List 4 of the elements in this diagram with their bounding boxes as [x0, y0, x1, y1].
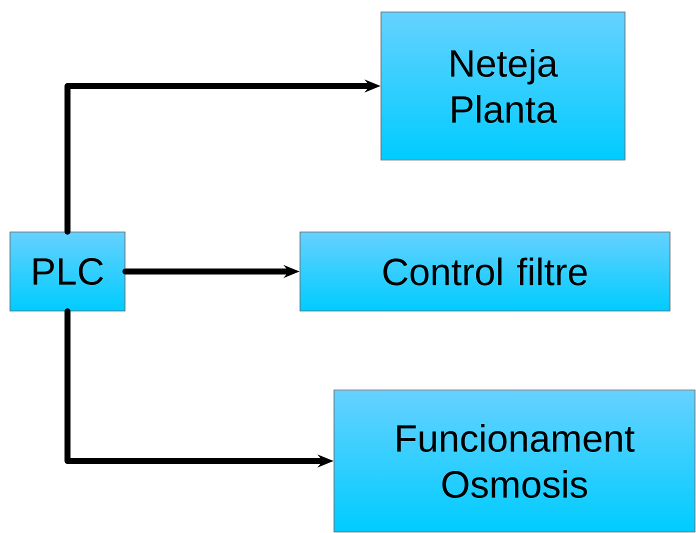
process-box: PLC: [10, 232, 126, 312]
process-box: Control filtre: [300, 232, 670, 312]
process-box: Funcionament Osmosis: [334, 390, 696, 532]
process-box: Neteja Planta: [380, 12, 626, 160]
